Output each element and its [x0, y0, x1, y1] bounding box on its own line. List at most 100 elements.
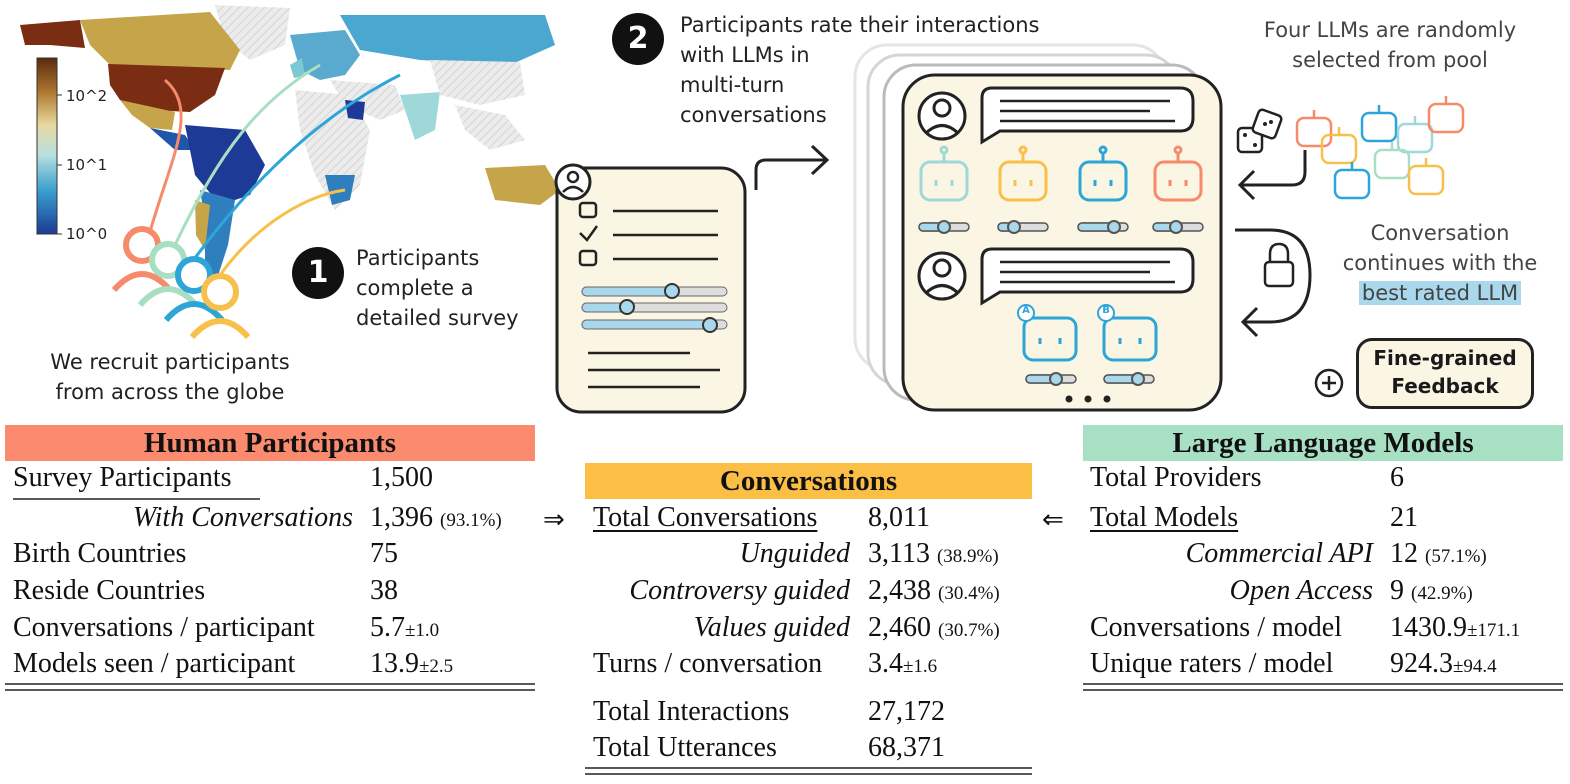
mexico-region: [120, 100, 175, 130]
table-rules: [5, 498, 1563, 775]
arrow-left-icon: ⇐: [1042, 505, 1064, 535]
step-2-caption: Participants rate their interactions wit…: [680, 10, 1039, 130]
llm-header: Large Language Models: [1083, 425, 1563, 461]
conv-row-value: 2,460 (30.7%): [868, 612, 1000, 643]
human-row-label: Models seen / participant: [13, 648, 296, 679]
lock-icon: [1263, 242, 1295, 288]
colorbar-tick-top: 10^2: [66, 87, 108, 105]
model-a-label: A: [1022, 305, 1030, 316]
feedback-line-1: Fine-grained: [1373, 346, 1517, 370]
conv-row-label: Turns / conversation: [593, 648, 823, 679]
llm-row-label: Total Models: [1090, 502, 1239, 533]
step-2-line-1: Participants rate their interactions: [680, 13, 1040, 37]
continue-line-2: continues with the: [1342, 251, 1538, 275]
continue-caption: Conversation continues with the best rat…: [1320, 218, 1560, 308]
uk-region: [290, 58, 305, 78]
human-row-label: Reside Countries: [13, 575, 206, 606]
llm-row-label: Total Providers: [1090, 462, 1262, 493]
conv-row-label: Total Conversations: [593, 502, 818, 533]
llm-row-value: 924.3±94.4: [1390, 648, 1497, 679]
pool-line-1: Four LLMs are randomly: [1263, 18, 1517, 42]
llm-row-value: 6: [1390, 462, 1404, 493]
australia-region: [485, 165, 560, 205]
colorbar-tick-mid: 10^1: [66, 156, 108, 174]
llm-row-label: Open Access: [1229, 575, 1373, 606]
loop-arrow: [1235, 228, 1312, 338]
llm-row-value: 1430.9±171.1: [1390, 612, 1521, 643]
alaska-region: [20, 20, 85, 48]
arrow-right-icon: ⇒: [543, 505, 565, 535]
colorbar-tick-bottom: 10^0: [66, 225, 108, 243]
south-america-tip: [195, 200, 210, 250]
human-row-value: 75: [370, 538, 398, 569]
llm-pool-icons: [1295, 96, 1465, 200]
plus-icon: [1314, 368, 1344, 398]
step-1-line-3: detailed survey: [356, 306, 519, 330]
step-1-line-1: Participants: [356, 246, 480, 270]
step-2-line-4: conversations: [680, 103, 827, 127]
arrow-pool-to-chat: [1237, 150, 1307, 201]
human-row-value: 38: [370, 575, 398, 606]
conv-row-label: Controversy guided: [629, 575, 850, 606]
africa-highlights: [345, 100, 365, 120]
feedback-line-2: Feedback: [1391, 374, 1499, 398]
conv-row-value: 8,011: [868, 502, 930, 533]
step-1-caption: Participants complete a detailed survey: [356, 243, 519, 333]
conv-row-value: 3,113 (38.9%): [868, 538, 999, 569]
conv-row-label: Unguided: [739, 538, 850, 569]
canada-region: [80, 12, 240, 70]
human-row-value: 1,500: [370, 462, 433, 493]
llm-row-label: Conversations / model: [1090, 612, 1342, 643]
human-row-value: 13.9±2.5: [370, 648, 454, 679]
chat-card-stack: [853, 43, 1223, 412]
india-region: [400, 92, 440, 140]
human-row-label: Conversations / participant: [13, 612, 315, 643]
step-2-line-3: multi-turn: [680, 73, 785, 97]
recruit-caption: We recruit participants from across the …: [45, 347, 295, 407]
human-row-label: Birth Countries: [13, 538, 187, 569]
continue-line-3-highlight: best rated LLM: [1358, 281, 1522, 305]
step-2-line-2: with LLMs in: [680, 43, 810, 67]
survey-card: [554, 163, 747, 414]
dice-icon: [1236, 108, 1283, 154]
china-region: [430, 60, 525, 105]
arrow-survey-to-chat: [754, 144, 830, 190]
pool-caption: Four LLMs are randomly selected from poo…: [1240, 15, 1540, 75]
continue-line-1: Conversation: [1370, 221, 1510, 245]
human-participants-header: Human Participants: [5, 425, 535, 461]
south-america-north: [185, 125, 265, 205]
conv-row-value: 68,371: [868, 732, 945, 763]
fine-grained-feedback-box: Fine-grained Feedback: [1356, 338, 1534, 409]
llm-row-label: Commercial API: [1185, 538, 1373, 569]
conversations-header: Conversations: [585, 463, 1032, 499]
step-1-line-2: complete a: [356, 276, 474, 300]
participant-links: [148, 63, 401, 276]
conv-row-value: 27,172: [868, 696, 945, 727]
conv-row-label: Total Utterances: [593, 732, 777, 763]
se-asia: [455, 105, 525, 150]
participant-icons: [111, 226, 251, 340]
conv-row-value: 2,438 (30.4%): [868, 575, 1000, 606]
conv-row-label: Values guided: [693, 612, 850, 643]
middle-east: [330, 80, 405, 120]
recruit-line-1: We recruit participants: [50, 350, 290, 374]
model-b-label: B: [1102, 305, 1110, 316]
pool-line-2: selected from pool: [1292, 48, 1488, 72]
conv-row-value: 3.4±1.6: [868, 648, 938, 679]
step-1-badge: 1: [292, 247, 344, 299]
human-row-label: With Conversations: [132, 502, 353, 533]
llm-row-label: Unique raters / model: [1090, 648, 1334, 679]
europe-region: [290, 30, 360, 80]
step-2-badge: 2: [612, 13, 664, 65]
russia-region: [340, 15, 555, 65]
llm-row-value: 12 (57.1%): [1390, 538, 1487, 569]
recruit-line-2: from across the globe: [55, 380, 285, 404]
human-row-value: 1,396 (93.1%): [370, 502, 502, 533]
usa-region: [108, 64, 225, 112]
colorbar: [36, 57, 62, 235]
conv-row-label: Total Interactions: [593, 696, 790, 727]
central-america: [150, 128, 195, 150]
llm-row-value: 9 (42.9%): [1390, 575, 1473, 606]
human-row-value: 5.7±1.0: [370, 612, 440, 643]
